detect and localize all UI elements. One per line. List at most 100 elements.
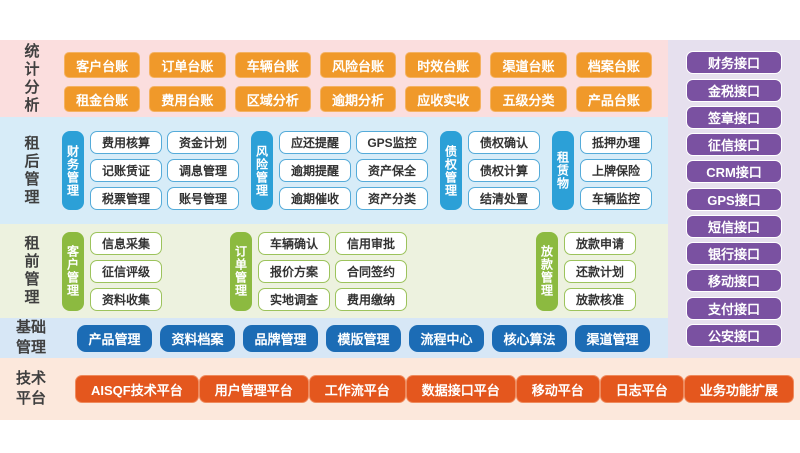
module-box[interactable]: 抵押办理 — [580, 131, 652, 154]
module-box[interactable]: 报价方案 — [258, 259, 330, 283]
band-label-pre-lease: 租前管理 — [22, 235, 40, 307]
stats-module-button[interactable]: 租金台账 — [64, 86, 141, 112]
stats-module-button[interactable]: 区域分析 — [234, 86, 311, 112]
pre-lease-groups: 客户管理 信息采集征信评级资料收集 订单管理 车辆确认信用审批报价方案合同签约实… — [62, 224, 668, 318]
stats-module-button[interactable]: 客户台账 — [64, 52, 141, 78]
tech-platform-button[interactable]: 用户管理平台 — [198, 375, 309, 403]
module-box[interactable]: 调息管理 — [167, 159, 239, 182]
module-box[interactable]: 账号管理 — [167, 187, 239, 210]
stats-module-button[interactable]: 产品台账 — [575, 86, 652, 112]
tech-platform-button[interactable]: 日志平台 — [599, 375, 684, 403]
module-group: 财务管理 费用核算资金计划记账赁证调息管理税票管理账号管理 — [62, 131, 239, 210]
interface-button[interactable]: CRM接口 — [686, 160, 782, 184]
interface-button[interactable]: 移动接口 — [686, 269, 782, 293]
module-group: 客户管理 信息采集征信评级资料收集 — [62, 231, 162, 311]
band-label-base: 基础管理 — [15, 318, 46, 356]
module-group-items: 放款申请还款计划放款核准 — [564, 231, 636, 311]
module-box[interactable]: 结清处置 — [468, 187, 540, 210]
interface-button[interactable]: 短信接口 — [686, 214, 782, 238]
tech-platform-button[interactable]: 工作流平台 — [308, 375, 406, 403]
module-box[interactable]: 放款申请 — [564, 231, 636, 255]
module-box[interactable]: 实地调查 — [258, 287, 330, 311]
module-box[interactable]: 资料收集 — [90, 287, 162, 311]
module-box[interactable]: 资产保全 — [356, 159, 428, 182]
module-group: 租赁物 抵押办理上牌保险车辆监控 — [552, 131, 652, 210]
tech-platform-button[interactable]: 移动平台 — [515, 375, 600, 403]
base-module-button[interactable]: 产品管理 — [77, 325, 152, 352]
module-group-tab: 财务管理 — [62, 131, 84, 210]
interface-button[interactable]: 签章接口 — [686, 105, 782, 129]
module-box[interactable]: 信息采集 — [90, 231, 162, 255]
base-module-button[interactable]: 渠道管理 — [575, 325, 650, 352]
module-box[interactable]: GPS监控 — [356, 131, 428, 154]
module-group-items: 车辆确认信用审批报价方案合同签约实地调查费用缴纳 — [258, 231, 407, 311]
stats-module-grid: 客户台账订单台账车辆台账风险台账时效台账渠道台账档案台账租金台账费用台账区域分析… — [62, 40, 668, 117]
module-group: 债权管理 债权确认债权计算结清处置 — [440, 131, 540, 210]
module-group-items: 费用核算资金计划记账赁证调息管理税票管理账号管理 — [90, 131, 239, 210]
interface-button[interactable]: GPS接口 — [686, 187, 782, 211]
stats-module-button[interactable]: 渠道台账 — [490, 52, 567, 78]
interface-button[interactable]: 金税接口 — [686, 78, 782, 102]
base-module-button[interactable]: 品牌管理 — [243, 325, 318, 352]
module-box[interactable]: 车辆监控 — [580, 187, 652, 210]
band-base: 基础管理 产品管理资料档案品牌管理模版管理流程中心核心算法渠道管理 — [0, 318, 668, 358]
tech-platform-button[interactable]: AISQF技术平台 — [75, 375, 199, 403]
module-box[interactable]: 资金计划 — [167, 131, 239, 154]
module-group-items: 抵押办理上牌保险车辆监控 — [580, 131, 652, 210]
module-box[interactable]: 逾期催收 — [279, 187, 351, 210]
module-box[interactable]: 信用审批 — [335, 231, 407, 255]
module-box[interactable]: 征信评级 — [90, 259, 162, 283]
module-group-tab: 租赁物 — [552, 131, 574, 210]
tech-platform-button[interactable]: 业务功能扩展 — [683, 375, 794, 403]
module-group: 订单管理 车辆确认信用审批报价方案合同签约实地调查费用缴纳 — [230, 231, 407, 311]
module-box[interactable]: 债权确认 — [468, 131, 540, 154]
module-box[interactable]: 逾期提醒 — [279, 159, 351, 182]
stats-module-button[interactable]: 应收实收 — [405, 86, 482, 112]
interface-button[interactable]: 征信接口 — [686, 133, 782, 156]
module-box[interactable]: 上牌保险 — [580, 159, 652, 182]
stats-module-button[interactable]: 费用台账 — [149, 86, 226, 112]
stats-module-button[interactable]: 五级分类 — [490, 86, 567, 112]
band-label-cell: 租后管理 — [0, 117, 62, 224]
stats-module-button[interactable]: 车辆台账 — [234, 52, 311, 78]
band-label-cell: 技术平台 — [0, 358, 62, 420]
interface-button[interactable]: 财务接口 — [686, 51, 782, 75]
stats-module-button[interactable]: 订单台账 — [149, 52, 226, 78]
interface-panel: 财务接口金税接口签章接口征信接口 CRM接口 GPS接口短信接口银行接口移动接口支付… — [668, 40, 800, 358]
module-group-tab: 客户管理 — [62, 231, 84, 311]
tech-platform-row: AISQF技术平台用户管理平台工作流平台数据接口平台移动平台日志平台业务功能扩展 — [62, 358, 800, 420]
module-box[interactable]: 合同签约 — [335, 259, 407, 283]
module-box[interactable]: 资产分类 — [356, 187, 428, 210]
module-box[interactable]: 债权计算 — [468, 159, 540, 182]
module-box[interactable]: 记账赁证 — [90, 159, 162, 182]
base-module-button[interactable]: 流程中心 — [409, 325, 484, 352]
module-group-tab: 放款管理 — [536, 231, 558, 311]
base-module-grid: 产品管理资料档案品牌管理模版管理流程中心核心算法渠道管理 — [62, 318, 668, 358]
base-module-button[interactable]: 资料档案 — [160, 325, 235, 352]
module-box[interactable]: 放款核准 — [564, 287, 636, 311]
base-module-button[interactable]: 模版管理 — [326, 325, 401, 352]
stats-module-button[interactable]: 时效台账 — [405, 52, 482, 78]
interface-button[interactable]: 支付接口 — [686, 296, 782, 320]
band-tech: 技术平台 AISQF技术平台用户管理平台工作流平台数据接口平台移动平台日志平台业… — [0, 358, 800, 420]
stats-module-button[interactable]: 档案台账 — [575, 52, 652, 78]
module-group-tab: 风险管理 — [251, 131, 273, 210]
module-group-items: 信息采集征信评级资料收集 — [90, 231, 162, 311]
module-box[interactable]: 费用核算 — [90, 131, 162, 154]
band-label-cell: 租前管理 — [0, 224, 62, 318]
interface-button[interactable]: 公安接口 — [686, 323, 782, 347]
band-label-cell: 统计分析 — [0, 40, 62, 117]
module-box[interactable]: 车辆确认 — [258, 231, 330, 255]
module-box[interactable]: 费用缴纳 — [335, 287, 407, 311]
module-box[interactable]: 应还提醒 — [279, 131, 351, 154]
tech-platform-button[interactable]: 数据接口平台 — [405, 375, 516, 403]
base-module-button[interactable]: 核心算法 — [492, 325, 567, 352]
interface-button[interactable]: 银行接口 — [686, 242, 782, 265]
stats-module-button[interactable]: 逾期分析 — [319, 86, 397, 112]
module-box[interactable]: 还款计划 — [564, 259, 636, 283]
stats-module-button[interactable]: 风险台账 — [319, 52, 397, 78]
module-box[interactable]: 税票管理 — [90, 187, 162, 210]
module-group-tab: 债权管理 — [440, 131, 462, 210]
